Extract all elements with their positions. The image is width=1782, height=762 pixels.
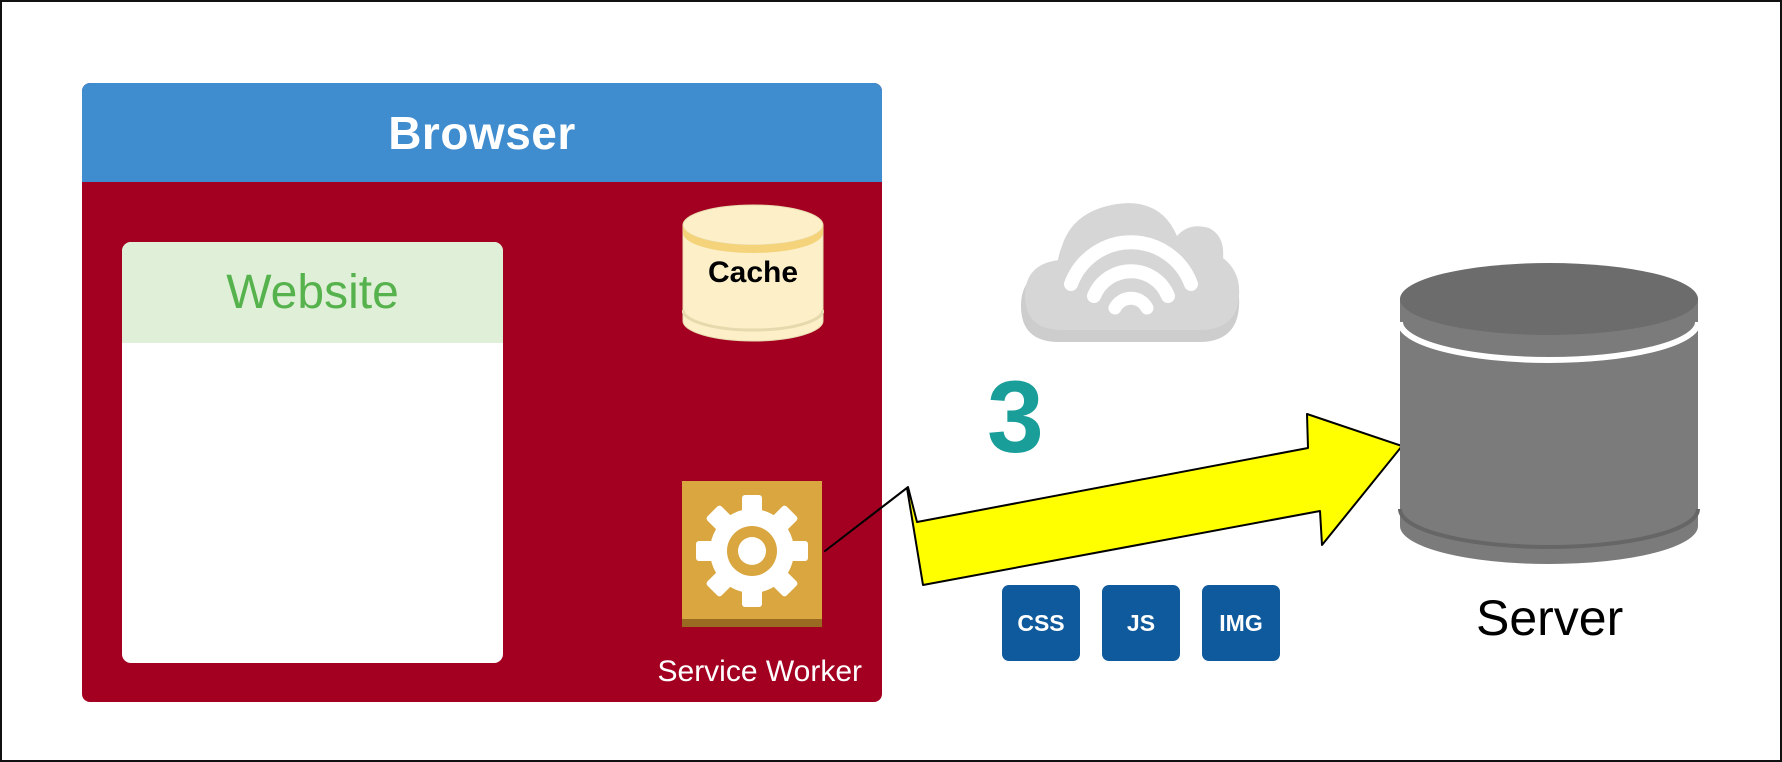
step-number: 3 <box>987 360 1044 474</box>
service-worker-gear-icon <box>682 481 822 627</box>
browser-header: Browser <box>82 83 882 182</box>
cache-label: Cache <box>708 256 798 289</box>
js-asset-badge: JS <box>1102 585 1180 661</box>
browser-box: Browser Website Cache <box>82 83 882 702</box>
website-box: Website <box>122 242 503 663</box>
wifi-cloud-icon <box>1021 203 1240 342</box>
server-label: Server <box>1476 590 1624 646</box>
website-title: Website <box>226 266 399 319</box>
img-asset-badge: IMG <box>1202 585 1280 661</box>
website-header: Website <box>122 242 503 343</box>
browser-title: Browser <box>388 106 576 159</box>
service-worker-label: Service Worker <box>657 655 863 688</box>
css-asset-badge: CSS <box>1002 585 1080 661</box>
cache-icon: Cache <box>682 204 824 342</box>
server-database-icon <box>1398 263 1700 564</box>
